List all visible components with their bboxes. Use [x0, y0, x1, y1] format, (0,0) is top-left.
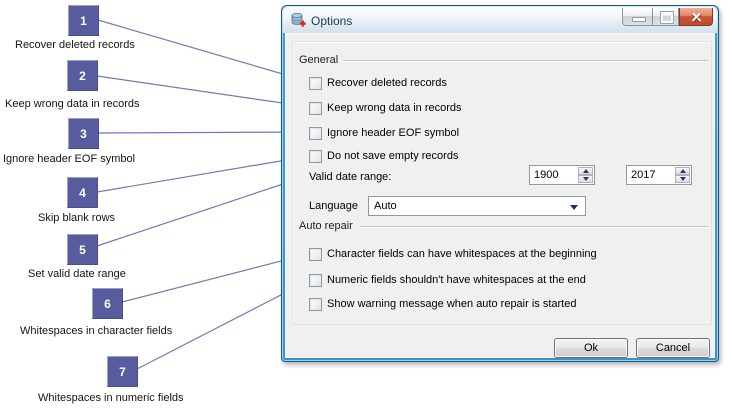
- checkbox-show-warning[interactable]: [309, 298, 322, 311]
- minimize-button[interactable]: [622, 8, 653, 26]
- window-title: Options: [311, 14, 353, 28]
- valid-date-range-label: Valid date range:: [309, 171, 392, 183]
- date-to-spin-down[interactable]: [675, 175, 690, 183]
- options-dialog-window: Options General Recover deleted records …: [281, 5, 719, 362]
- chevron-down-icon: [570, 205, 578, 210]
- checkbox-numeric-whitespaces[interactable]: [309, 274, 322, 287]
- maximize-icon: [661, 12, 673, 23]
- checkbox-label-recover-deleted-records[interactable]: Recover deleted records: [327, 77, 447, 89]
- date-from-spin-up[interactable]: [578, 167, 593, 175]
- group-line-auto-repair: [359, 226, 708, 227]
- callout-label-3: Ignore header EOF symbol: [3, 153, 136, 165]
- date-from-spinner: 1900: [529, 165, 595, 185]
- checkbox-label-keep-wrong-data[interactable]: Keep wrong data in records: [327, 102, 462, 114]
- callout-number-5: 5: [67, 234, 98, 265]
- callout-label-1: Recover deleted records: [15, 39, 135, 51]
- checkbox-label-do-not-save-empty[interactable]: Do not save empty records: [327, 150, 459, 162]
- callout-2-number: 2: [79, 68, 86, 83]
- close-icon: [691, 11, 702, 22]
- group-label-auto-repair: Auto repair: [299, 220, 353, 232]
- checkbox-recover-deleted-records[interactable]: [309, 77, 322, 90]
- callout-label-7: Whitespaces in numeric fields: [38, 392, 184, 404]
- checkbox-label-character-whitespaces[interactable]: Character fields can have whitespaces at…: [327, 248, 597, 260]
- callout-5-number: 5: [79, 242, 86, 257]
- callout-number-2: 2: [67, 60, 98, 91]
- checkbox-label-ignore-header-eof[interactable]: Ignore header EOF symbol: [327, 127, 460, 139]
- options-panel: [292, 41, 712, 325]
- checkbox-label-numeric-whitespaces[interactable]: Numeric fields shouldn't have whitespace…: [327, 274, 586, 286]
- callout-connector-3: [98, 131, 311, 134]
- callout-3-number: 3: [80, 126, 87, 141]
- checkbox-do-not-save-empty[interactable]: [309, 150, 322, 163]
- checkbox-character-whitespaces[interactable]: [309, 248, 322, 261]
- checkbox-keep-wrong-data[interactable]: [309, 102, 322, 115]
- callout-label-4: Skip blank rows: [38, 212, 116, 224]
- date-to-value[interactable]: 2017: [631, 169, 656, 181]
- titlebar[interactable]: Options: [283, 7, 717, 33]
- callout-number-3: 3: [68, 118, 99, 149]
- callout-connector-5: [96, 175, 308, 247]
- date-from-value[interactable]: 1900: [534, 169, 559, 181]
- checkbox-label-show-warning[interactable]: Show warning message when auto repair is…: [327, 298, 577, 310]
- group-label-general: General: [299, 54, 339, 66]
- arrow-up-icon: [582, 169, 589, 173]
- date-to-spinner: 2017: [626, 165, 692, 185]
- callout-label-2: Keep wrong data in records: [5, 98, 140, 110]
- language-dropdown[interactable]: Auto: [368, 196, 586, 216]
- callout-1-number: 1: [80, 13, 87, 28]
- group-line-general: [343, 60, 708, 61]
- language-selected-value: Auto: [374, 200, 397, 212]
- close-button[interactable]: [679, 8, 713, 26]
- maximize-button[interactable]: [653, 8, 679, 26]
- callout-number-7: 7: [107, 356, 138, 387]
- ok-button[interactable]: Ok: [554, 338, 628, 358]
- database-add-icon: [291, 12, 306, 27]
- arrow-down-icon: [582, 177, 589, 181]
- callout-label-6: Whitespaces in character fields: [20, 325, 173, 337]
- callout-connector-1: [97, 19, 311, 83]
- date-to-spin-up[interactable]: [675, 167, 690, 175]
- dialog-client-area: General Recover deleted records Keep wro…: [285, 33, 715, 358]
- callout-label-5: Set valid date range: [28, 268, 126, 280]
- callout-7-number: 7: [119, 364, 126, 379]
- date-from-spin-down[interactable]: [578, 175, 593, 183]
- checkbox-ignore-header-eof[interactable]: [309, 127, 322, 140]
- callout-6-number: 6: [104, 296, 111, 311]
- arrow-down-icon: [679, 177, 686, 181]
- callout-number-1: 1: [68, 5, 99, 36]
- arrow-up-icon: [679, 169, 686, 173]
- callout-4-number: 4: [79, 185, 86, 200]
- minimize-icon: [632, 17, 646, 22]
- cancel-button[interactable]: Cancel: [636, 338, 710, 358]
- callout-number-6: 6: [92, 288, 123, 319]
- callout-number-4: 4: [67, 177, 98, 208]
- language-label: Language: [309, 200, 358, 212]
